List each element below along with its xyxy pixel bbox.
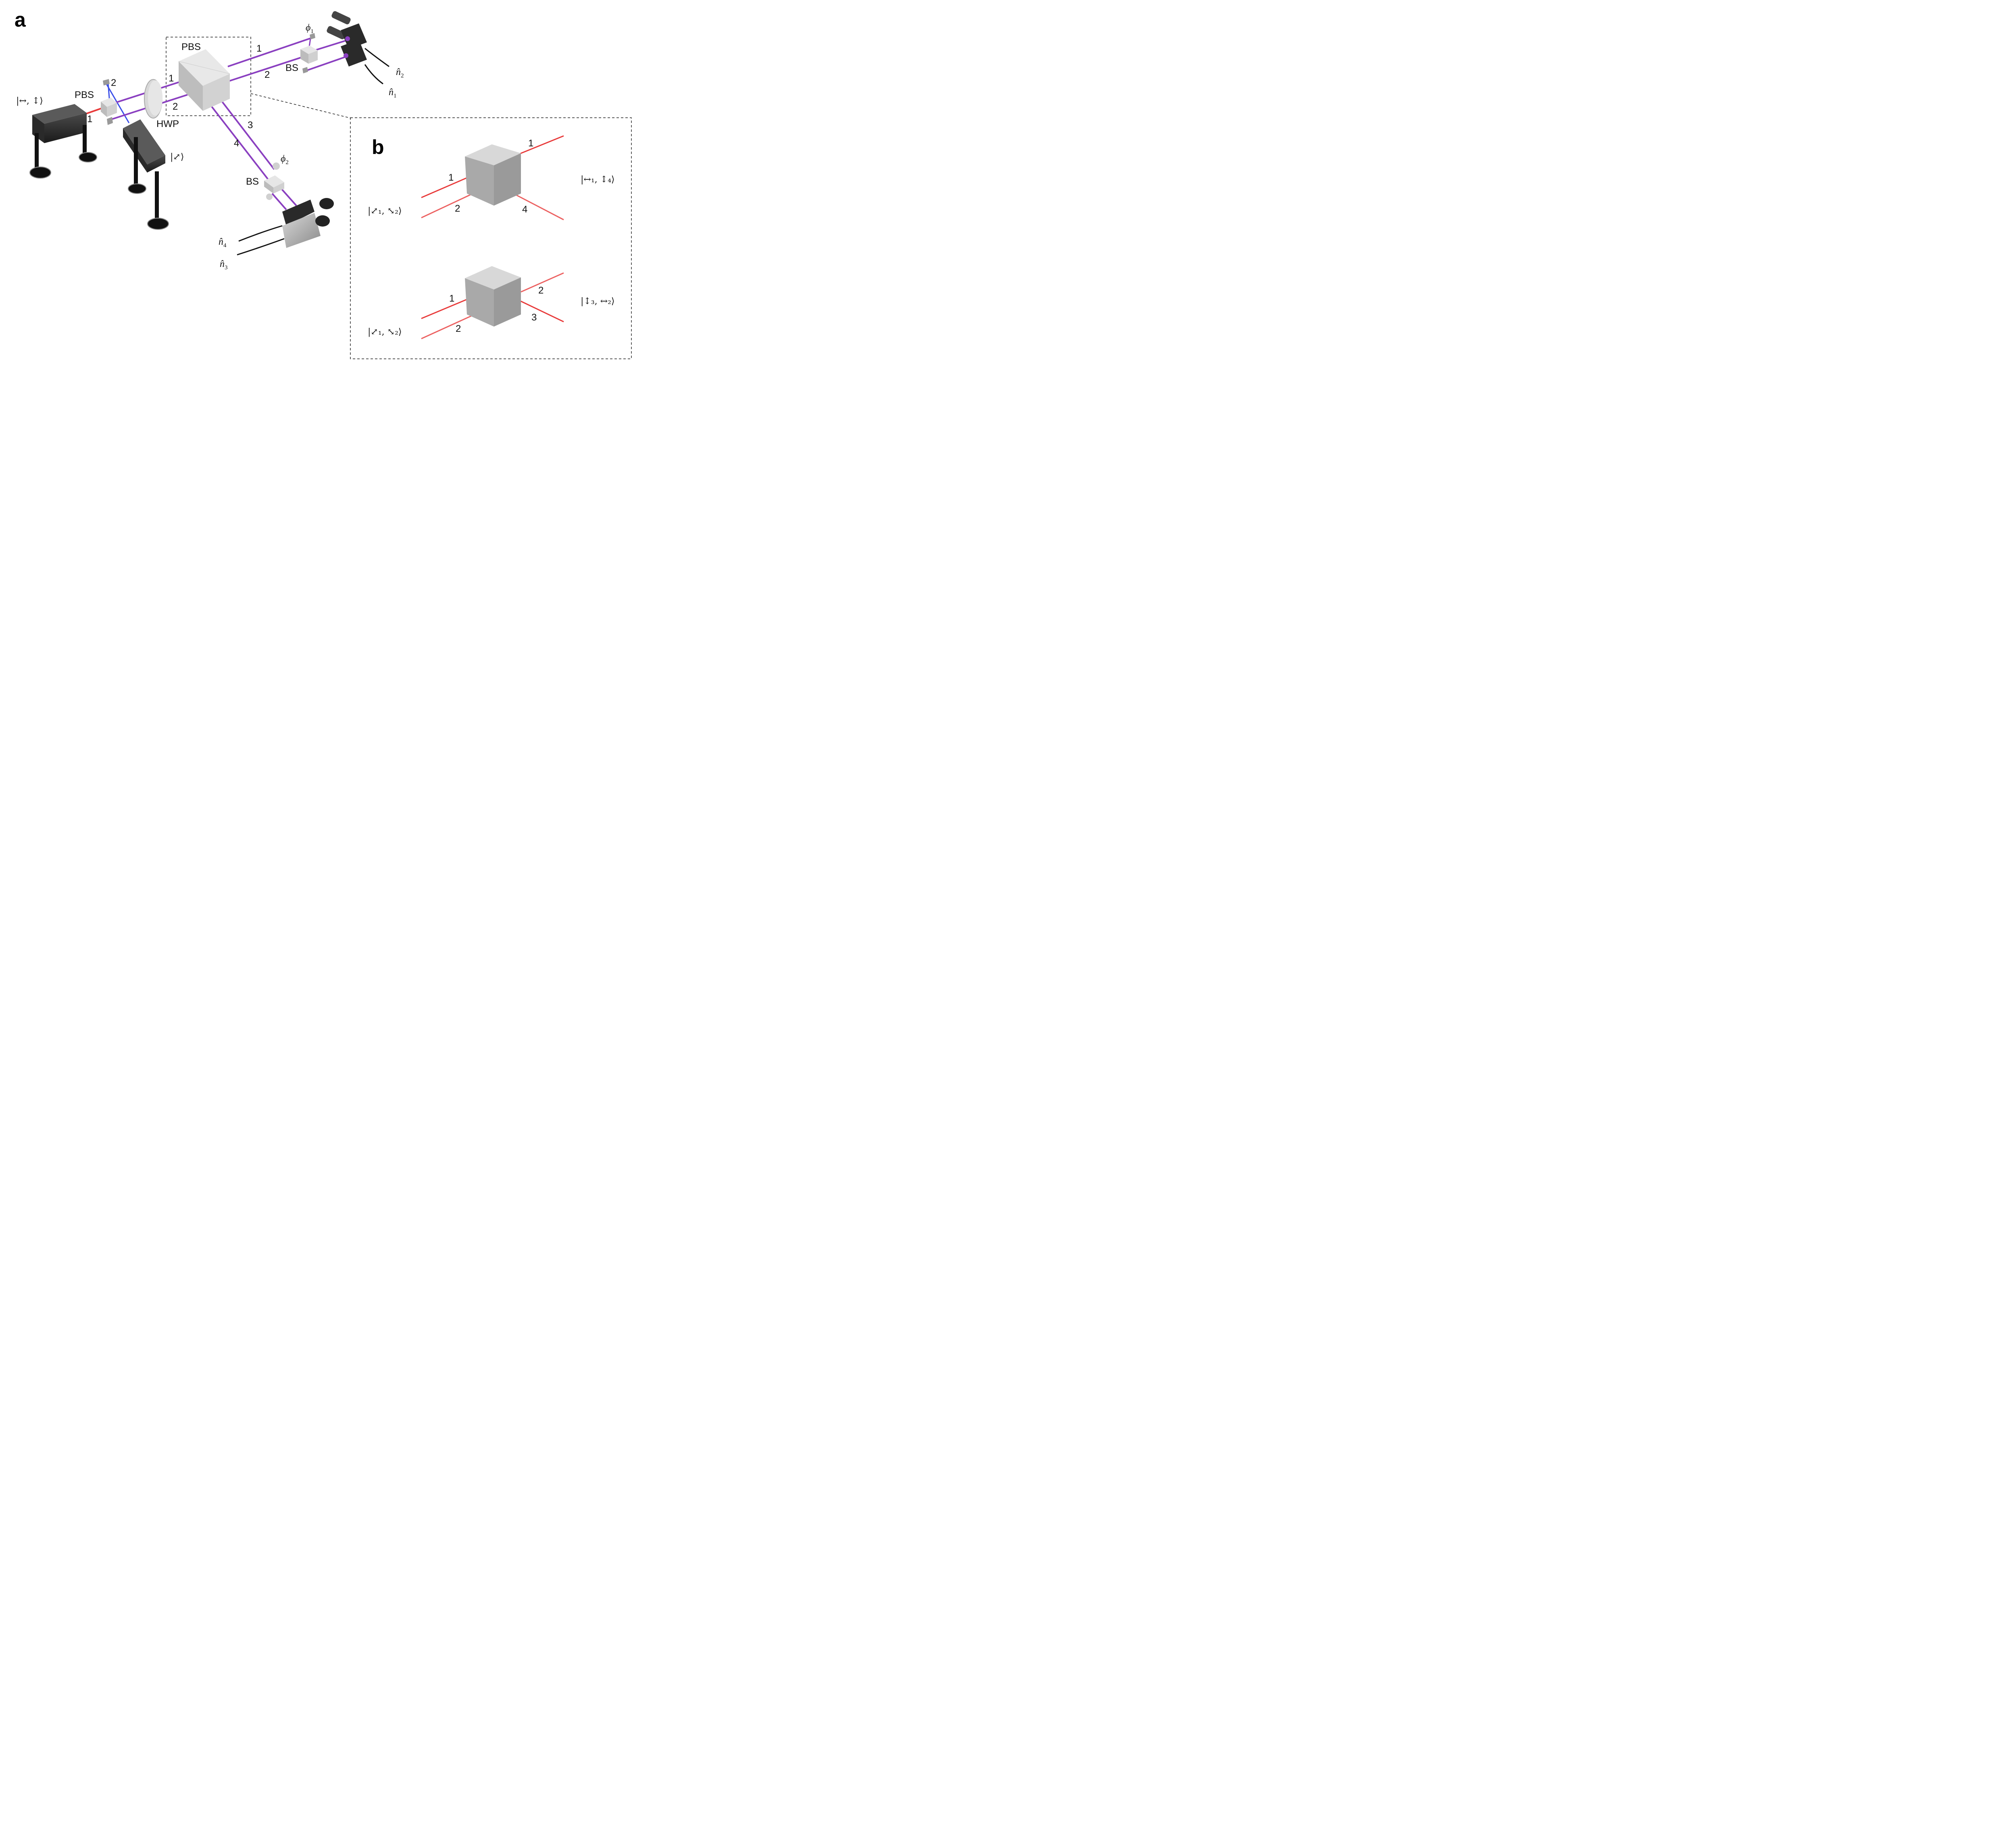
panel-a-label: a [15, 8, 26, 31]
path-label-mirror-2: 2 [111, 77, 116, 88]
beam-path-3-out [213, 90, 275, 170]
state-pump: |⤢⟩ [170, 152, 184, 162]
bot-beam-in-2 [421, 311, 480, 339]
hwp-plate [144, 79, 162, 119]
panel-a: a [15, 8, 404, 271]
label-n2: n̂2 [396, 67, 404, 79]
path-label-out-1: 1 [256, 43, 262, 54]
label-bs-bottom: BS [246, 176, 259, 187]
beam-to-detector-3 [279, 187, 297, 206]
bot-state-out: |↕₃, ↔₂⟩ [581, 296, 615, 306]
phi2-mirror [273, 162, 280, 170]
detector-pair-top [327, 11, 389, 85]
top-pbs-cube [465, 144, 521, 206]
bs-bottom-cube [264, 175, 284, 194]
setup-diagram: a [15, 8, 632, 359]
top-label-in-2: 2 [455, 203, 460, 214]
bot-label-in-2: 2 [456, 323, 461, 334]
label-bs-top: BS [285, 62, 298, 73]
label-n4: n̂4 [219, 237, 227, 249]
panel-b: b 1 2 1 4 |⤢₁, ⤡₂⟩ |↔₁, ↕₄⟩ 1 2 [350, 117, 632, 359]
state-laser: |↔, ↕⟩ [16, 96, 43, 106]
path-label-out-2: 2 [264, 69, 270, 80]
bs-bottom-mirror [266, 194, 273, 200]
bs-top-cube [300, 46, 318, 64]
path-label-in-1: 1 [169, 73, 174, 84]
path-label-laser-1: 1 [87, 114, 92, 125]
panel-b-label: b [372, 136, 384, 158]
bs-top-mirror [302, 67, 308, 73]
label-phi1: ϕ1 [306, 23, 314, 35]
bottom-pbs-cube [465, 266, 521, 327]
label-n1: n̂1 [389, 87, 397, 99]
zoom-leader-line [250, 93, 351, 119]
laser-source [29, 104, 97, 179]
label-pbs-large: PBS [181, 42, 201, 52]
panel-b-frame [350, 117, 632, 359]
bot-state-in: |⤢₁, ⤡₂⟩ [368, 327, 402, 337]
bot-label-out-3: 3 [531, 312, 537, 323]
label-n3: n̂3 [220, 259, 228, 271]
path-label-out-4: 4 [234, 138, 239, 149]
top-label-in-1: 1 [448, 172, 454, 183]
beam-to-detector-2 [314, 40, 347, 51]
bot-label-in-1: 1 [449, 293, 454, 304]
top-state-out: |↔₁, ↕₄⟩ [581, 175, 615, 185]
beam-to-detector-4 [271, 193, 287, 210]
top-state-in: |⤢₁, ⤡₂⟩ [368, 206, 402, 216]
detector-pair-bottom [237, 198, 334, 256]
beam-path-4-out [205, 98, 269, 180]
top-label-out-4: 4 [522, 204, 527, 215]
phi1-mirror [310, 33, 315, 40]
label-phi2: ϕ2 [281, 154, 289, 166]
mirror-lower [107, 117, 113, 125]
bot-label-out-2: 2 [538, 285, 544, 296]
pbs-zoom-box [166, 37, 251, 116]
bot-beam-out-2 [521, 272, 564, 293]
top-beam-out-1 [518, 135, 564, 155]
label-hwp: HWP [156, 119, 179, 129]
main-pbs-cube [178, 49, 230, 111]
beam-to-detector-1 [306, 56, 347, 71]
pump-laser [123, 119, 169, 230]
path-label-in-2: 2 [173, 101, 178, 112]
label-pbs-small: PBS [75, 90, 94, 100]
beam-path-2-out [227, 54, 311, 82]
small-pbs-cube [101, 98, 117, 117]
top-label-out-1: 1 [528, 138, 533, 149]
beam-path-1-out [227, 37, 311, 67]
path-label-out-3: 3 [248, 120, 253, 131]
mirror-2 [103, 79, 110, 85]
